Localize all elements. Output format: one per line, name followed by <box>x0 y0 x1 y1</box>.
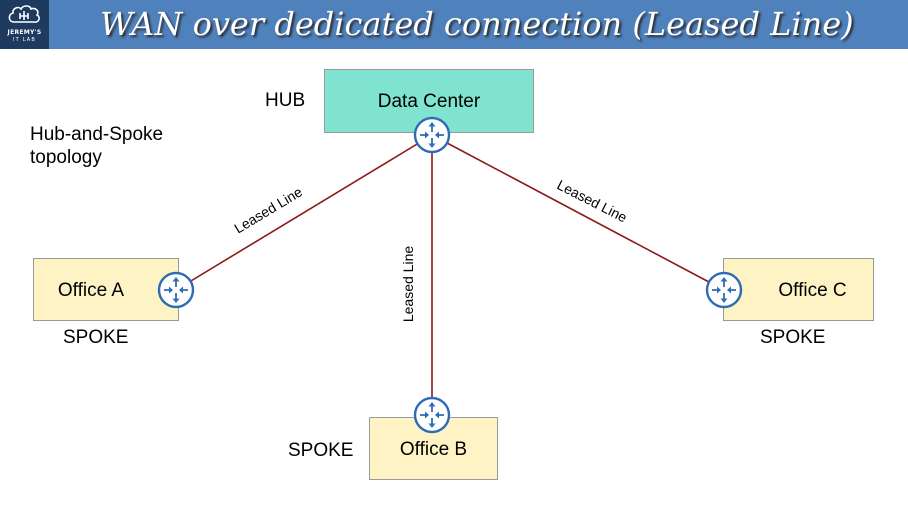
logo-subtext: IT LAB <box>12 37 37 43</box>
spoke-b-label: SPOKE <box>288 440 354 461</box>
router-icon <box>413 396 451 434</box>
leased-line-c <box>431 134 725 291</box>
router-icon <box>705 271 743 309</box>
office-c-label: Office C <box>778 280 847 301</box>
logo-text: JEREMY'S <box>7 29 42 36</box>
title-bar: JEREMY'S IT LAB WAN over dedicated conne… <box>0 0 908 49</box>
router-icon <box>413 116 451 154</box>
slide-title: WAN over dedicated connection (Leased Li… <box>100 5 854 43</box>
data-center-label: Data Center <box>377 91 481 112</box>
spoke-c-label: SPOKE <box>760 327 826 348</box>
brain-icon <box>8 5 40 23</box>
router-icon <box>157 271 195 309</box>
leased-line-b-label: Leased Line <box>400 245 417 323</box>
hub-label: HUB <box>265 90 306 111</box>
office-c-box: Office C <box>723 258 874 321</box>
jeremys-it-lab-logo: JEREMY'S IT LAB <box>0 0 49 49</box>
office-a-label: Office A <box>57 280 125 301</box>
topology-label: Hub-and-Spoke topology <box>30 124 164 168</box>
spoke-a-label: SPOKE <box>63 327 129 348</box>
office-b-label: Office B <box>399 439 468 460</box>
leased-line-a <box>175 134 433 291</box>
